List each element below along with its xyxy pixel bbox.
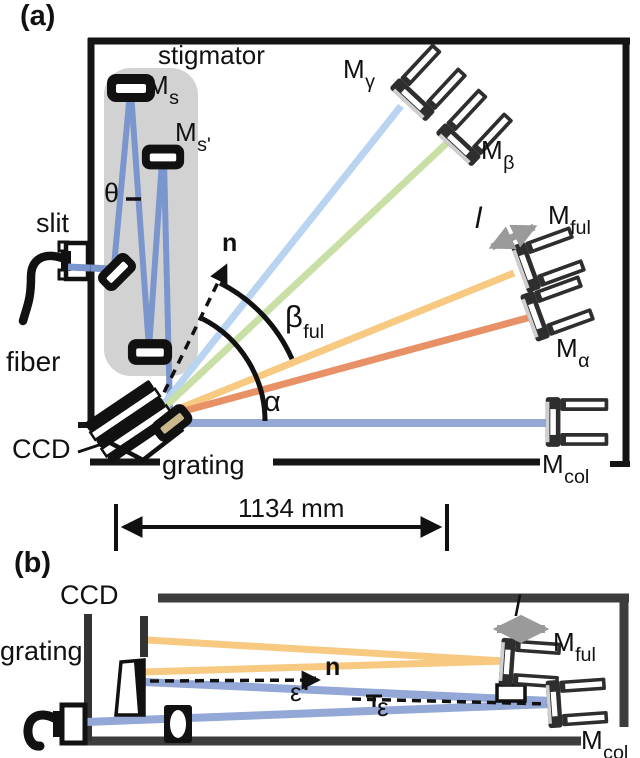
m-ful-label-a: Mful — [548, 200, 591, 239]
epsilon-upper-tick — [304, 676, 316, 690]
dimension-1134mm — [114, 504, 449, 551]
fiber-assembly-a — [18, 251, 67, 326]
epsilon-lower-tick — [366, 694, 382, 707]
fiber-label: fiber — [6, 346, 61, 377]
panel-a-tag: (a) — [20, 0, 56, 32]
epsilon-upper-label: ε — [290, 677, 302, 707]
input-beam-path — [69, 91, 173, 413]
beam-to-mbeta — [148, 139, 451, 423]
fiber-connector-b — [59, 702, 88, 746]
grating-a — [151, 404, 193, 442]
lens-b — [164, 705, 192, 743]
beam-to-mgamma — [148, 103, 404, 423]
fiber-cable-b — [23, 710, 61, 751]
ccd-device-a — [77, 380, 185, 464]
length-label-b: l — [514, 590, 521, 623]
mcol-axis-dashed-b — [351, 697, 550, 706]
panel-a-enclosure — [78, 37, 630, 467]
ccd-pointer-line — [77, 440, 109, 454]
m-gamma-label: Mγ — [343, 54, 375, 93]
ms-label: Ms — [147, 70, 179, 109]
beam-fiber-to-mcol-b — [85, 700, 552, 726]
m-alpha-label: Mα — [556, 333, 590, 372]
stigmator-label: stigmator — [158, 40, 265, 70]
panel-b-tag: (b) — [14, 547, 52, 579]
mirror-m-col-a — [545, 397, 609, 447]
beam-to-malpha — [150, 313, 532, 424]
epsilon-lower-label: ε — [377, 692, 389, 722]
mirror-m-col-b — [545, 676, 609, 729]
grating-normal-b — [149, 670, 321, 690]
ccd-label-b: CCD — [60, 580, 119, 610]
m-beta-label: Mβ — [481, 135, 515, 174]
beams-b — [85, 636, 552, 726]
ccd-label-a: CCD — [12, 434, 71, 464]
fiber-ferrule — [61, 251, 71, 271]
grating-b — [114, 658, 146, 717]
grating-normal-arrow — [148, 263, 228, 422]
length-label-a: l — [475, 202, 482, 235]
theta-label: θ — [104, 178, 120, 208]
fiber-ferrule-b — [53, 711, 64, 737]
beam-bottom-to-ms-prime — [146, 160, 165, 350]
beam-fold-to-ms — [111, 91, 133, 267]
ccd-device-b — [140, 616, 148, 657]
beam-ms-to-bottom — [128, 91, 152, 350]
grating-label-a: grating — [162, 450, 245, 480]
ms-prime-label: Ms' — [175, 117, 211, 156]
beta-ful-angle-arc — [218, 280, 295, 361]
beam-grating-to-mful-b — [142, 657, 506, 676]
beam-mful-to-ccd-b — [146, 636, 506, 665]
grating-label-b: grating — [0, 636, 83, 666]
normal-label-a: n — [222, 229, 238, 257]
m-ful-label-b: Mful — [553, 627, 596, 666]
beta-ful-label: βful — [285, 299, 325, 343]
slit-assembly — [57, 240, 91, 282]
mirror-stigmator-bottom — [127, 339, 173, 365]
fiber-cable — [18, 251, 67, 326]
beam-ms-prime-to-grating — [161, 160, 173, 413]
m-col-label-b: Mcol — [581, 725, 629, 758]
m-col-label-a: Mcol — [542, 449, 590, 488]
beam-to-mful — [149, 269, 516, 424]
slit-label: slit — [36, 208, 69, 238]
alpha-angle-arc — [200, 316, 268, 422]
beam-mcol-to-grating-b — [143, 678, 552, 705]
mful-translation-arrow-a — [488, 223, 538, 251]
normal-label-b: n — [325, 653, 341, 681]
mful-pedestal-b — [495, 683, 527, 703]
alpha-label: α — [264, 386, 281, 418]
fiber-assembly-b — [23, 702, 88, 751]
dimension-label: 1134 mm — [238, 493, 345, 523]
dispersed-beams — [148, 103, 546, 427]
